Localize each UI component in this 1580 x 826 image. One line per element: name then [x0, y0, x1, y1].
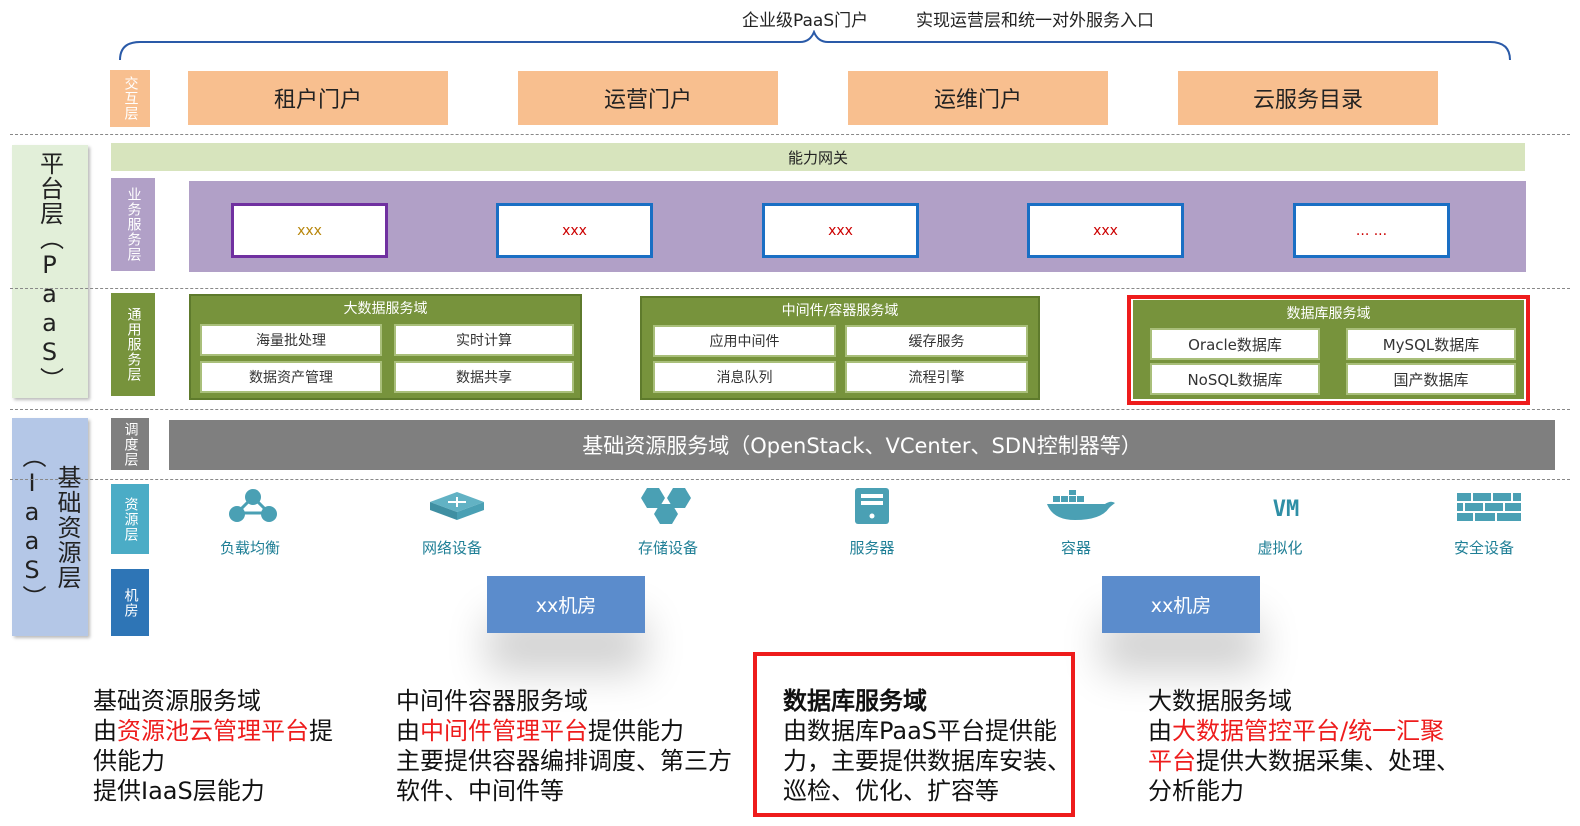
desc-bigdata-title: 大数据服务域: [1148, 687, 1292, 715]
resource-layer-label: 资源层: [111, 484, 149, 554]
container-label: 容器: [1060, 538, 1091, 557]
desc-middleware-extra: 主要提供容器编排调度、第三方软件、中间件等: [396, 747, 732, 805]
desc-bigdata-body: 由大数据管控平台/统一汇聚平台提供大数据采集、处理、分析能力: [1148, 717, 1460, 805]
app-middleware-cell[interactable]: 应用中间件: [653, 325, 836, 357]
machine-room-1[interactable]: xx机房: [487, 576, 645, 633]
desc-database-highlight: [753, 652, 1075, 817]
server-icon: [855, 488, 889, 524]
desc-bigdata: 大数据服务域 由大数据管控平台/统一汇聚平台提供大数据采集、处理、分析能力: [1148, 686, 1468, 806]
data-asset-cell[interactable]: 数据资产管理: [200, 361, 382, 393]
desc-infrastructure-body: 由资源池云管理平台提供能力: [93, 717, 333, 775]
tenant-portal[interactable]: 租户门户: [188, 71, 448, 125]
business-layer-label: 业务服务层: [111, 178, 155, 271]
desc-database: 数据库服务域 由数据库PaaS平台提供能力，主要提供数据库安装、巡检、优化、扩容…: [783, 686, 1073, 806]
workflow-engine-cell[interactable]: 流程引擎: [845, 361, 1028, 393]
vm-icon: VM: [1272, 496, 1300, 522]
load-balancer-label: 负载均衡: [219, 538, 280, 557]
desc-database-body: 由数据库PaaS平台提供能力，主要提供数据库安装、巡检、优化、扩容等: [783, 717, 1071, 805]
operation-portal[interactable]: 运营门户: [518, 71, 778, 125]
load-balancer-icon: [229, 489, 277, 522]
divider: [10, 288, 1570, 289]
server-label: 服务器: [849, 538, 895, 557]
desc-database-title: 数据库服务域: [783, 687, 927, 715]
maintenance-portal[interactable]: 运维门户: [848, 71, 1108, 125]
schedule-layer-label: 调度层: [111, 418, 149, 470]
container-icon: [1047, 490, 1115, 520]
virtualization-label: 虚拟化: [1257, 538, 1303, 557]
divider: [10, 134, 1570, 135]
cache-service-cell[interactable]: 缓存服务: [845, 325, 1028, 357]
iaas-layer-label: 基础资源层（IaaS）: [12, 418, 88, 636]
storage-icon: [641, 488, 691, 524]
caption-left: 企业级PaaS门户: [742, 11, 869, 31]
security-device-label: 安全设备: [1453, 538, 1514, 557]
oracle-db-cell[interactable]: Oracle数据库: [1150, 328, 1320, 360]
bigdata-domain: 大数据服务域 海量批处理 实时计算 数据资产管理 数据共享: [189, 294, 582, 400]
machine-room-2[interactable]: xx机房: [1102, 576, 1260, 633]
cloud-service-catalog[interactable]: 云服务目录: [1178, 71, 1438, 125]
message-queue-cell[interactable]: 消息队列: [653, 361, 836, 393]
nosql-db-cell[interactable]: NoSQL数据库: [1150, 363, 1320, 395]
capability-gateway: 能力网关: [111, 143, 1525, 171]
database-domain: 数据库服务域 Oracle数据库 MySQL数据库 NoSQL数据库 国产数据库: [1133, 300, 1524, 399]
mysql-db-cell[interactable]: MySQL数据库: [1346, 328, 1516, 360]
business-box-5[interactable]: ... ...: [1293, 203, 1450, 258]
network-device-icon: [430, 492, 484, 520]
business-box-4[interactable]: xxx: [1027, 203, 1184, 258]
caption-right: 实现运营层和统一对外服务入口: [916, 11, 1154, 31]
network-device-label: 网络设备: [421, 538, 482, 557]
database-domain-title: 数据库服务域: [1286, 306, 1371, 322]
bigdata-domain-title: 大数据服务域: [343, 301, 428, 317]
middleware-domain: 中间件/容器服务域 应用中间件 缓存服务 消息队列 流程引擎: [640, 296, 1040, 400]
desc-infrastructure-title: 基础资源服务域: [93, 687, 261, 715]
data-sharing-cell[interactable]: 数据共享: [394, 361, 574, 393]
business-box-2[interactable]: xxx: [496, 203, 653, 258]
common-layer-label: 通用服务层: [111, 293, 155, 396]
infrastructure-resource-domain: 基础资源服务域（OpenStack、VCenter、SDN控制器等）: [169, 420, 1555, 470]
desc-infrastructure-extra: 提供IaaS层能力: [93, 777, 265, 805]
platform-layer-label: 平台层（PaaS）: [12, 145, 88, 398]
divider: [10, 409, 1570, 410]
desc-middleware: 中间件容器服务域 由中间件管理平台提供能力 主要提供容器编排调度、第三方软件、中…: [396, 686, 732, 806]
firewall-icon: [1457, 493, 1521, 521]
divider: [10, 479, 1570, 480]
desc-middleware-title: 中间件容器服务域: [396, 687, 588, 715]
storage-label: 存储设备: [637, 538, 698, 557]
business-box-3[interactable]: xxx: [762, 203, 919, 258]
database-domain-highlight: [1127, 295, 1530, 405]
business-box-1[interactable]: xxx: [231, 203, 388, 258]
room-layer-label: 机房: [111, 569, 149, 636]
middleware-domain-title: 中间件/容器服务域: [781, 303, 899, 319]
batch-processing-cell[interactable]: 海量批处理: [200, 324, 382, 356]
domestic-db-cell[interactable]: 国产数据库: [1346, 363, 1516, 395]
desc-infrastructure: 基础资源服务域 由资源池云管理平台提供能力 提供IaaS层能力: [93, 686, 353, 806]
top-brace: [119, 30, 1511, 61]
realtime-compute-cell[interactable]: 实时计算: [394, 324, 574, 356]
interaction-layer-label: 交互层: [110, 70, 150, 127]
desc-middleware-body: 由中间件管理平台提供能力: [396, 717, 684, 745]
